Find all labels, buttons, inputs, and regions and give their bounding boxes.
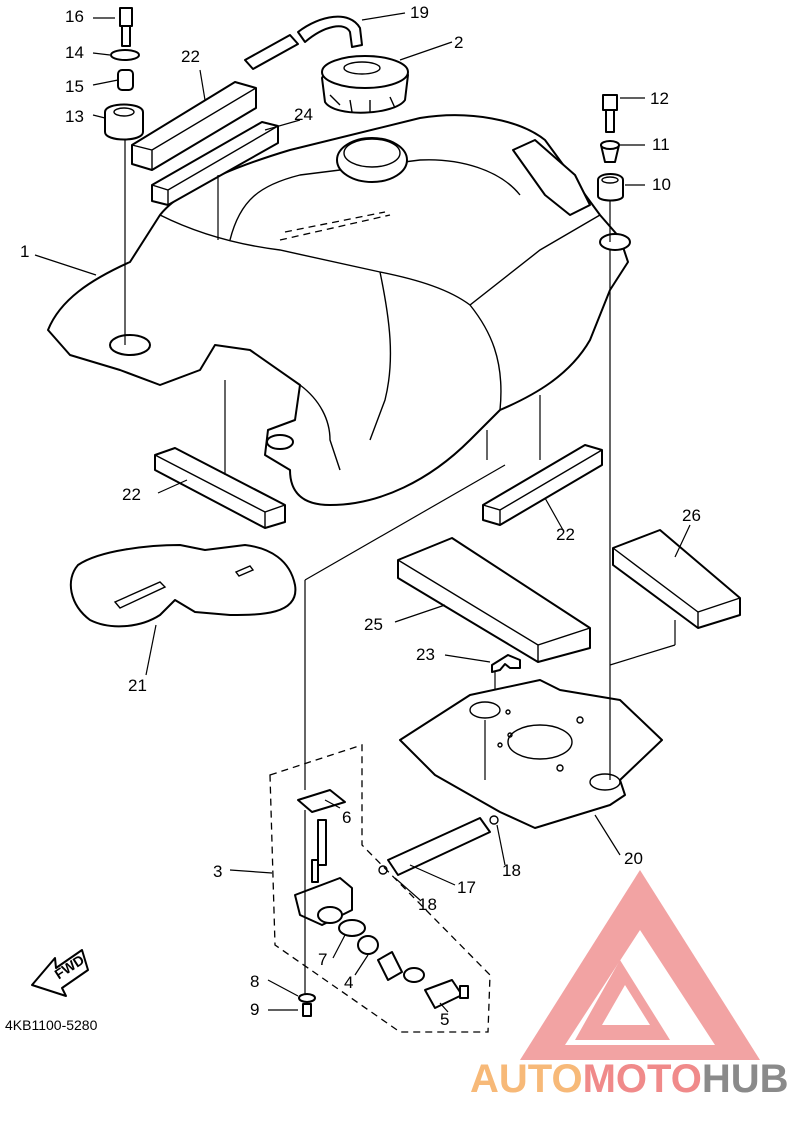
callout-16: 16 (65, 7, 84, 26)
callout-10: 10 (652, 175, 671, 194)
callout-15: 15 (65, 77, 84, 96)
callout-4: 4 (344, 973, 353, 992)
callout-25: 25 (364, 615, 383, 634)
callout-13: 13 (65, 107, 84, 126)
mount-hardware-right (597, 94, 624, 202)
callout-6: 6 (342, 808, 351, 827)
plate-21 (69, 544, 297, 628)
petcock-assembly (269, 744, 499, 1033)
seat-pads (397, 529, 741, 663)
watermark-hub: HUB (702, 1057, 789, 1101)
plate-20 (399, 679, 663, 829)
forward-arrow-icon: FWD (31, 949, 89, 997)
callout-labels: 1 2 3 4 5 6 7 8 9 10 11 12 13 14 15 16 1… (20, 3, 701, 1029)
callout-22-right: 22 (556, 525, 575, 544)
breather-hose (244, 15, 363, 70)
callout-24: 24 (294, 105, 313, 124)
fuel-cap (321, 55, 409, 114)
mount-hardware-left (104, 7, 144, 141)
callout-1: 1 (20, 242, 29, 261)
callout-26: 26 (682, 506, 701, 525)
callout-20: 20 (624, 849, 643, 868)
callout-7: 7 (318, 950, 327, 969)
callout-11: 11 (652, 135, 670, 154)
callout-23: 23 (416, 645, 435, 664)
watermark-text: AUTOMOTOHUB (470, 1057, 789, 1101)
callout-22-left: 22 (122, 485, 141, 504)
callout-17: 17 (457, 878, 476, 897)
callout-9: 9 (250, 1000, 259, 1019)
callout-21: 21 (128, 676, 147, 695)
diagram-code: 4KB1100-5280 (5, 1017, 98, 1033)
callout-14: 14 (65, 43, 84, 62)
callout-18-left: 18 (418, 895, 437, 914)
watermark-auto: AUTO (470, 1057, 583, 1101)
clip-23 (491, 654, 521, 673)
callout-2: 2 (454, 33, 463, 52)
callout-8: 8 (250, 972, 259, 991)
callout-18-right: 18 (502, 861, 521, 880)
callout-19: 19 (410, 3, 429, 22)
watermark-logo-icon (520, 870, 760, 1060)
callout-5: 5 (440, 1010, 449, 1029)
watermark-moto: MOTO (583, 1057, 702, 1101)
callout-22-top: 22 (181, 47, 200, 66)
callout-3: 3 (213, 862, 222, 881)
assembly-lines (124, 140, 676, 995)
fuel-tank (47, 114, 631, 506)
callout-12: 12 (650, 89, 669, 108)
damper-pads (131, 81, 603, 529)
callout-leaders (34, 12, 691, 1013)
